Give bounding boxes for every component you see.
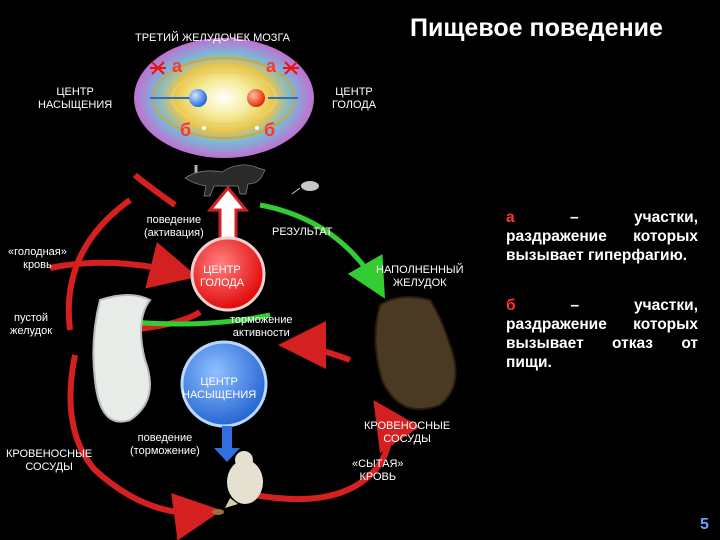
full-stomach-label: НАПОЛНЕННЫЙ ЖЕЛУДОК [376,264,464,289]
result-label: РЕЗУЛЬТАТ [272,226,333,238]
red-loop-right [254,321,420,503]
inhibition-arrow-icon [214,426,240,462]
satiety-center-label: ЦЕНТР НАСЫЩЕНИЯ [182,376,257,401]
hunger-center-circle [190,236,266,312]
empty-stomach-label: пустой желудок [10,312,53,337]
fed-cat-image [225,451,263,508]
letter-a-right: а [266,56,277,76]
page-title: Пищевое поведение [410,14,663,42]
satiety-center-top-label: ЦЕНТР НАСЫЩЕНИЯ [38,86,113,111]
small-mouse-icon [212,509,224,515]
legend-b-text: – участки, раздражение которых вызывает … [506,297,698,371]
satiety-dot-icon [189,89,207,107]
mouse-icon [291,181,319,195]
hunger-center-top-label: ЦЕНТР ГОЛОДА [332,86,377,111]
cat-icon [184,164,266,197]
legend-b-letter: б [506,297,516,314]
behavior-inhibition-label: поведение (торможение) [130,432,200,457]
blood-vessels-right-label: КРОВЕНОСНЫЕ СОСУДЫ [364,420,451,445]
stimulation-mark-icon-right [283,61,299,75]
activity-inhibition-label: торможение активности [230,314,293,339]
legend-a-text: – участки, раздражение которых вызывает … [506,209,698,264]
stimulation-mark-icon-left [150,61,166,75]
hunger-center-label: ЦЕНТР ГОЛОДА [200,264,245,289]
legend-a: а – участки, раздражение которых вызывае… [506,208,698,265]
hunger-dot-icon [247,89,265,107]
letter-a-left: а [172,56,183,76]
page-number: 5 [700,516,709,533]
third-ventricle-illustration [134,38,314,158]
letter-b-right: б [264,120,276,140]
fed-blood-label: «СЫТАЯ» КРОВЬ [352,458,404,483]
legend-b: б – участки, раздражение которых вызывае… [506,296,698,372]
third-ventricle-label: ТРЕТИЙ ЖЕЛУДОЧЕК МОЗГА [135,32,291,44]
blood-vessels-left-label: КРОВЕНОСНЫЕ СОСУДЫ [6,448,93,473]
legend-a-letter: а [506,209,515,226]
empty-stomach-image [92,294,152,423]
hungry-blood-label: «голодная» кровь [8,246,67,271]
full-stomach-image [374,295,457,410]
behavior-activation-label: поведение (активация) [144,214,204,239]
letter-b-left: б [180,120,192,140]
